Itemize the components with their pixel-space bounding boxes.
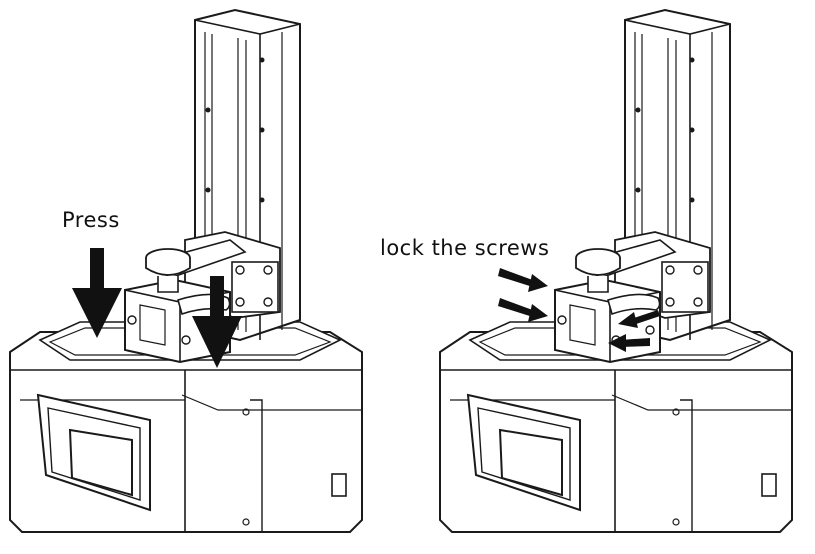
press-arrow-left <box>72 248 122 338</box>
screw-arrow-2 <box>498 298 548 322</box>
printer-left <box>9 9 363 533</box>
screw-arrow-1 <box>498 268 548 292</box>
printer-right <box>439 9 793 533</box>
lock-screws-label: lock the screws <box>380 236 550 260</box>
press-arrow-right <box>192 276 242 368</box>
screw-arrow-4 <box>608 334 650 352</box>
press-label: Press <box>62 208 120 232</box>
screw-arrow-3 <box>618 310 660 328</box>
